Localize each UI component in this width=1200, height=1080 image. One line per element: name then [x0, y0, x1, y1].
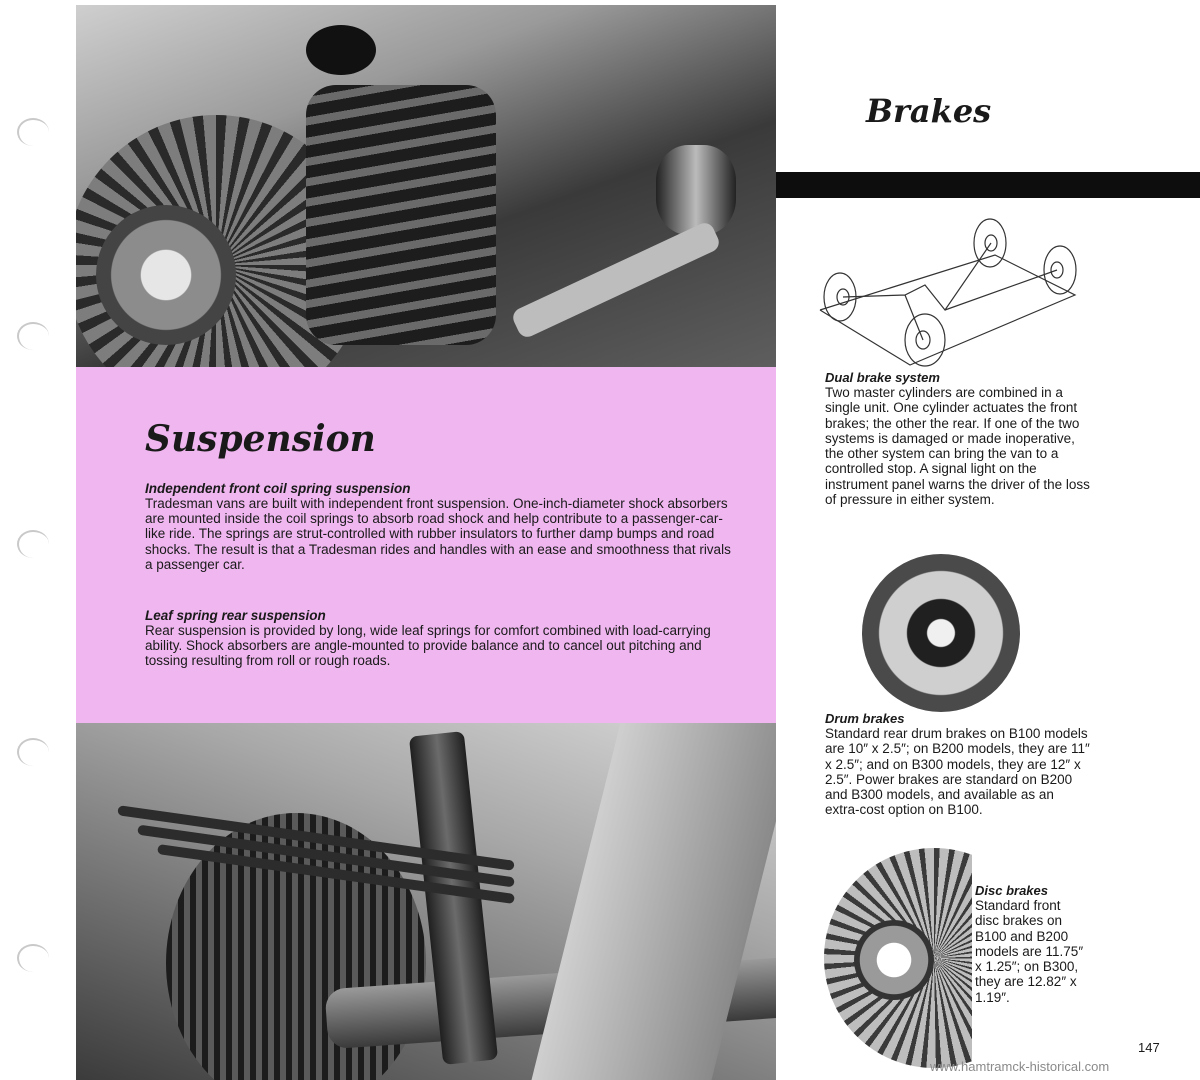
rear-suspension-photo: [76, 723, 776, 1080]
punch-hole: [17, 118, 49, 146]
black-divider-bar: [776, 172, 1200, 198]
dual-brake-section: Dual brake system Two master cylinders a…: [825, 370, 1090, 507]
front-suspension-text: Tradesman vans are built with independen…: [145, 496, 731, 572]
dual-brake-subtitle: Dual brake system: [825, 370, 940, 385]
rear-suspension-section: Leaf spring rear suspension Rear suspens…: [145, 608, 735, 669]
dual-brake-diagram: [819, 218, 1077, 367]
disc-brake-photo: [824, 848, 972, 1070]
rear-suspension-text: Rear suspension is provided by long, wid…: [145, 623, 711, 669]
rear-suspension-subtitle: Leaf spring rear suspension: [145, 608, 326, 623]
website-watermark: www.hamtramck-historical.com: [930, 1059, 1110, 1074]
front-suspension-subtitle: Independent front coil spring suspension: [145, 481, 411, 496]
brakes-title: Brakes: [866, 92, 992, 130]
drum-brake-subtitle: Drum brakes: [825, 711, 905, 726]
disc-brake-subtitle: Disc brakes: [975, 883, 1048, 898]
dual-brake-text: Two master cylinders are combined in a s…: [825, 385, 1090, 508]
punch-hole: [17, 530, 49, 558]
suspension-title: Suspension: [145, 418, 376, 460]
punch-hole: [17, 738, 49, 766]
punch-hole: [17, 322, 49, 350]
disc-brake-section: Disc brakes Standard front disc brakes o…: [975, 883, 1087, 1005]
drum-brake-photo: [862, 554, 1020, 712]
disc-brake-text: Standard front disc brakes on B100 and B…: [975, 898, 1084, 1005]
suspension-panel: [76, 367, 776, 723]
front-suspension-section: Independent front coil spring suspension…: [145, 481, 735, 572]
page-number: 147: [1138, 1040, 1160, 1055]
punch-hole: [17, 944, 49, 972]
drum-brake-text: Standard rear drum brakes on B100 models…: [825, 726, 1090, 818]
drum-brake-section: Drum brakes Standard rear drum brakes on…: [825, 711, 1090, 818]
front-suspension-photo: [76, 5, 776, 367]
